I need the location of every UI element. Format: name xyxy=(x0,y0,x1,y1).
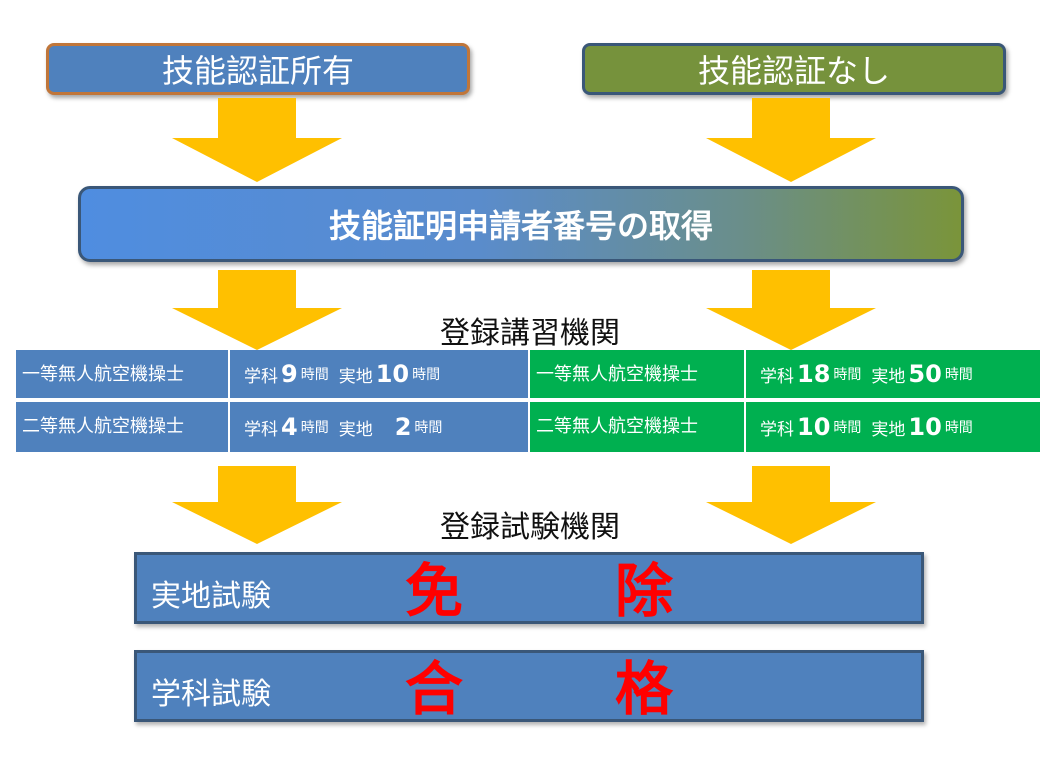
pass-text: 格 xyxy=(615,655,674,723)
practical-exam-box: 実地試験 免 除 xyxy=(134,552,924,625)
arrow-down-icon xyxy=(706,98,876,182)
exemption-text: 免 xyxy=(405,557,464,625)
test-institution-label: 登録試験機関 xyxy=(440,510,620,545)
practical-exam-label: 実地試験 xyxy=(151,579,271,614)
written-exam-box: 学科試験 合 格 xyxy=(134,650,924,723)
arrow-down-icon xyxy=(706,466,876,544)
certified-label: 技能認証所有 xyxy=(161,52,354,90)
not-certified-label: 技能認証なし xyxy=(697,52,890,90)
certified-box: 技能認証所有 xyxy=(46,43,470,95)
lecture-institution-label: 登録講習機関 xyxy=(440,316,620,351)
exemption-text: 除 xyxy=(615,557,674,625)
pass-text: 合 xyxy=(405,655,464,723)
written-exam-label: 学科試験 xyxy=(151,677,271,712)
applicant-number-label: 技能証明申請者番号の取得 xyxy=(328,207,713,245)
not-certified-box: 技能認証なし xyxy=(582,43,1006,95)
arrow-down-icon xyxy=(172,466,342,544)
arrow-down-icon xyxy=(172,270,342,350)
arrow-down-icon xyxy=(172,98,342,182)
class-name-cell: 二等無人航空機操士 xyxy=(530,402,744,452)
applicant-number-box: 技能証明申請者番号の取得 xyxy=(78,186,964,262)
class-name-cell: 二等無人航空機操士 xyxy=(16,402,228,452)
arrow-down-icon xyxy=(706,270,876,350)
class-name-cell: 一等無人航空機操士 xyxy=(530,350,744,398)
class-name-cell: 一等無人航空機操士 xyxy=(16,350,228,398)
